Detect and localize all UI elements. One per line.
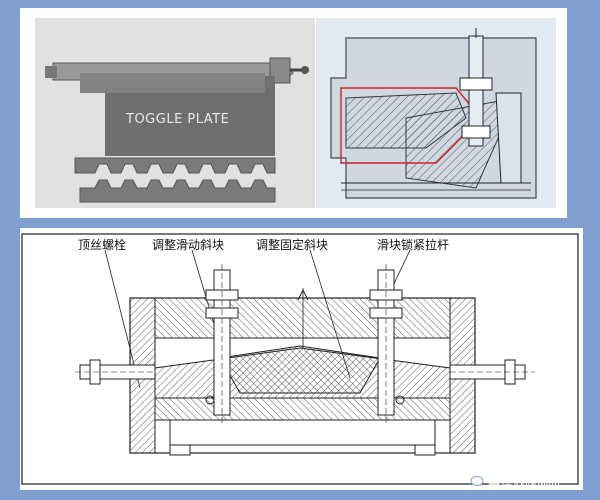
engineering-drawing-panel: 顶丝螺栓 调整滑动斜块 调整固定斜块 滑块锁紧拉杆 — [20, 228, 583, 490]
wechat-icon — [465, 472, 484, 486]
callout-adjust-fixed-wedge: 调整固定斜块 — [256, 238, 329, 252]
callout-slider-lock-tie-rod: 滑块锁紧拉杆 — [377, 238, 450, 252]
top-image-panel: TOGGLE PLATE — [20, 8, 567, 218]
toggle-plate-photo: TOGGLE PLATE — [35, 18, 315, 208]
callout-jack-screw-bolt: 顶丝螺栓 — [78, 238, 127, 252]
cross-section-sketch — [316, 18, 556, 208]
engineering-drawing — [21, 233, 579, 485]
watermark-text: 工程机械视点 — [488, 473, 561, 487]
photo-caption: TOGGLE PLATE — [126, 112, 230, 127]
toggle-plate-graphic — [45, 57, 309, 203]
sketch-graphic — [330, 28, 537, 199]
callout-adjust-sliding-wedge: 调整滑动斜块 — [152, 238, 225, 252]
